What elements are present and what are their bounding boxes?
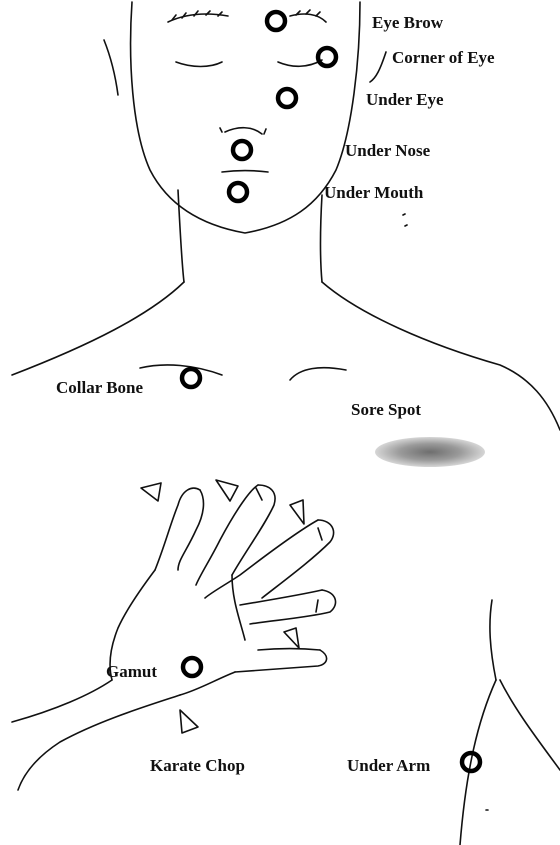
nose: [225, 128, 262, 134]
under-eye-label: Under Eye: [366, 91, 444, 108]
collar-bone-right: [290, 368, 346, 380]
middle-finger: [205, 520, 318, 598]
forearm-top: [12, 680, 112, 722]
neck-left: [178, 190, 184, 282]
forearm-bottom: [18, 695, 180, 790]
gamut-label: Gamut: [106, 663, 157, 680]
under-nose-label: Under Nose: [345, 142, 430, 159]
ring-finger: [240, 590, 322, 605]
under-mouth-label: Under Mouth: [324, 184, 423, 201]
corner-of-eye-point-marker: [318, 48, 336, 66]
karate-chop-point-triangle: [180, 710, 198, 733]
right-eye: [278, 60, 322, 66]
under-mouth-point-marker: [229, 183, 247, 201]
eye-brow-label: Eye Brow: [372, 14, 443, 31]
under-eye-point-marker: [278, 89, 296, 107]
index-finger: [196, 485, 258, 585]
index-finger-point-triangle: [216, 480, 238, 501]
corner-of-eye-label: Corner of Eye: [392, 49, 495, 66]
gamut-point-marker: [183, 658, 201, 676]
torso-right-side: [500, 680, 560, 770]
shoulder-left: [12, 282, 184, 375]
middle-finger-point-triangle: [290, 500, 304, 524]
torso-right-upper: [490, 600, 496, 680]
right-ear: [370, 52, 386, 82]
under-arm-label: Under Arm: [347, 757, 430, 774]
eyebrow-point-marker: [267, 12, 285, 30]
thumb-point-triangle: [141, 483, 161, 501]
little-finger-point-triangle: [284, 628, 299, 648]
collar-bone-label: Collar Bone: [56, 379, 143, 396]
karate-chop-label: Karate Chop: [150, 757, 245, 774]
collar-bone-point-marker: [182, 369, 200, 387]
thumb: [155, 488, 200, 570]
sore-spot-area: [375, 437, 485, 467]
left-ear: [104, 40, 118, 95]
neck-right: [321, 195, 323, 282]
left-eye: [176, 62, 222, 67]
under-nose-point-marker: [233, 141, 251, 159]
little-finger: [258, 649, 320, 651]
sore-spot-label: Sore Spot: [351, 401, 421, 418]
mouth: [222, 171, 268, 173]
